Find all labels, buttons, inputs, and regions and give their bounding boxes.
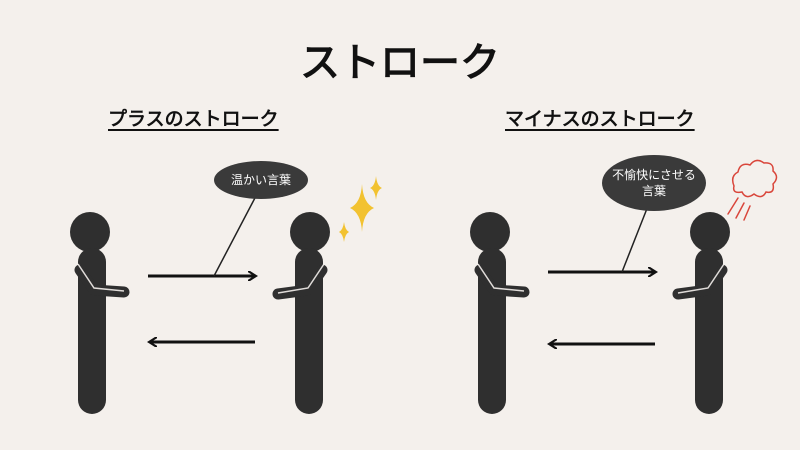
minus-stroke-heading: マイナスのストローク bbox=[505, 108, 695, 130]
receiver-figure bbox=[678, 212, 730, 400]
sender-figure bbox=[70, 212, 124, 400]
bubble-text-line-1: 不愉快にさせる bbox=[612, 167, 696, 182]
page-title: ストローク bbox=[300, 40, 500, 86]
speech-bubble: 不愉快にさせる 言葉 bbox=[602, 155, 706, 211]
bubble-text-line-2: 言葉 bbox=[641, 184, 666, 198]
sender-figure bbox=[470, 212, 524, 400]
bubble-pointer bbox=[621, 205, 649, 273]
anger-steam-icon bbox=[727, 159, 778, 221]
bubble-text: 温かい言葉 bbox=[230, 172, 291, 187]
plus-stroke-heading: プラスのストローク bbox=[108, 108, 279, 130]
bubble-pointer bbox=[213, 195, 257, 277]
receiver-figure bbox=[278, 212, 330, 400]
sparkle-icon bbox=[339, 176, 382, 242]
speech-bubble: 温かい言葉 bbox=[214, 161, 308, 199]
